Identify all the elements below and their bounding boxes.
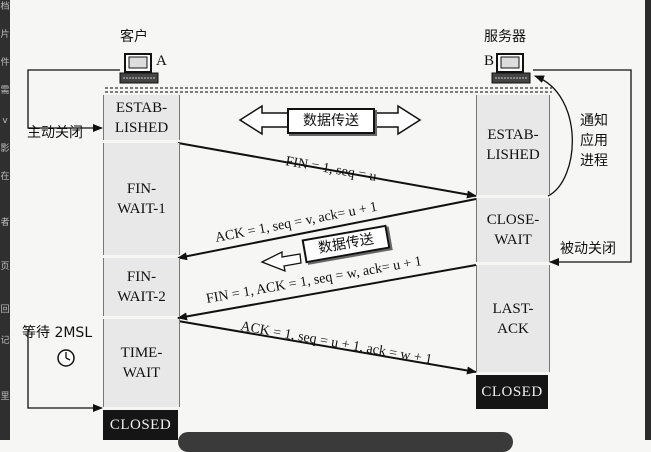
passive-close-note: 被动关闭 [560, 241, 616, 257]
side-strip-char: 者 [0, 218, 10, 228]
message-arrow-ack [177, 198, 477, 261]
client-state-fin-wait-1: FIN- WAIT-1 [103, 143, 180, 255]
side-strip-char: 影 [0, 144, 10, 154]
side-strip-char: 片 [0, 30, 10, 40]
message-arrow-final-ack [177, 320, 477, 375]
time-wait-arrow [27, 330, 103, 412]
active-close-arrow [27, 69, 120, 132]
client-state-closed: CLOSED [103, 410, 178, 440]
active-close-note: 主动关闭 [27, 125, 83, 141]
client-label: 客户 [120, 29, 148, 45]
side-strip-char: 在 [0, 172, 10, 182]
server-computer-icon [491, 53, 531, 84]
server-state-closed: CLOSED [476, 375, 548, 409]
passive-close-arrow [533, 69, 632, 266]
notify-app-note-3: 进程 [580, 153, 608, 169]
client-state-established: ESTAB- LISHED [103, 95, 180, 140]
client-state-fin-wait-2: FIN- WAIT-2 [103, 258, 180, 316]
side-strip-char: v [2, 116, 8, 126]
side-strip-char: 档 [0, 2, 10, 12]
data-transfer-left-arrow [260, 250, 302, 273]
side-strip: 档片件需 v 影在者页回记里 [0, 0, 10, 440]
bottom-overlay-bar [178, 432, 513, 452]
server-state-last-ack: LAST- ACK [476, 265, 550, 372]
right-edge-strip [645, 0, 651, 440]
client-id: A [156, 53, 167, 69]
client-computer-icon [119, 53, 159, 84]
notify-app-note-2: 应用 [580, 133, 608, 149]
side-strip-char: 件 [0, 58, 10, 68]
server-id: B [484, 53, 495, 69]
server-state-established: ESTAB- LISHED [476, 95, 550, 195]
message-arrow-fin [177, 142, 477, 199]
side-strip-char: 页 [0, 262, 10, 272]
data-transfer-label: 数据传送 [287, 108, 375, 134]
clock-icon [57, 349, 75, 367]
msg-fin: FIN = 1, seq = u [284, 154, 377, 185]
msg-final-ack: ACK = 1, seq = u + 1, ack = w + 1 [239, 319, 433, 368]
notify-app-note-1: 通知 [580, 113, 608, 129]
client-state-time-wait: TIME- WAIT [103, 319, 180, 407]
side-strip-char: 记 [0, 336, 10, 346]
wait-2msl-note: 等待 2MSL [22, 325, 93, 341]
side-strip-char: 需 [0, 86, 10, 96]
side-strip-char: 里 [0, 392, 10, 402]
message-arrow-fin-ack [177, 264, 477, 321]
diagram-lines: FIN = 1, seq = u ACK = 1, seq = v, ack= … [27, 53, 632, 412]
server-state-close-wait: CLOSE- WAIT [476, 198, 550, 262]
server-label: 服务器 [484, 29, 526, 45]
side-strip-char: 回 [0, 305, 10, 315]
notify-app-curve [534, 75, 573, 197]
